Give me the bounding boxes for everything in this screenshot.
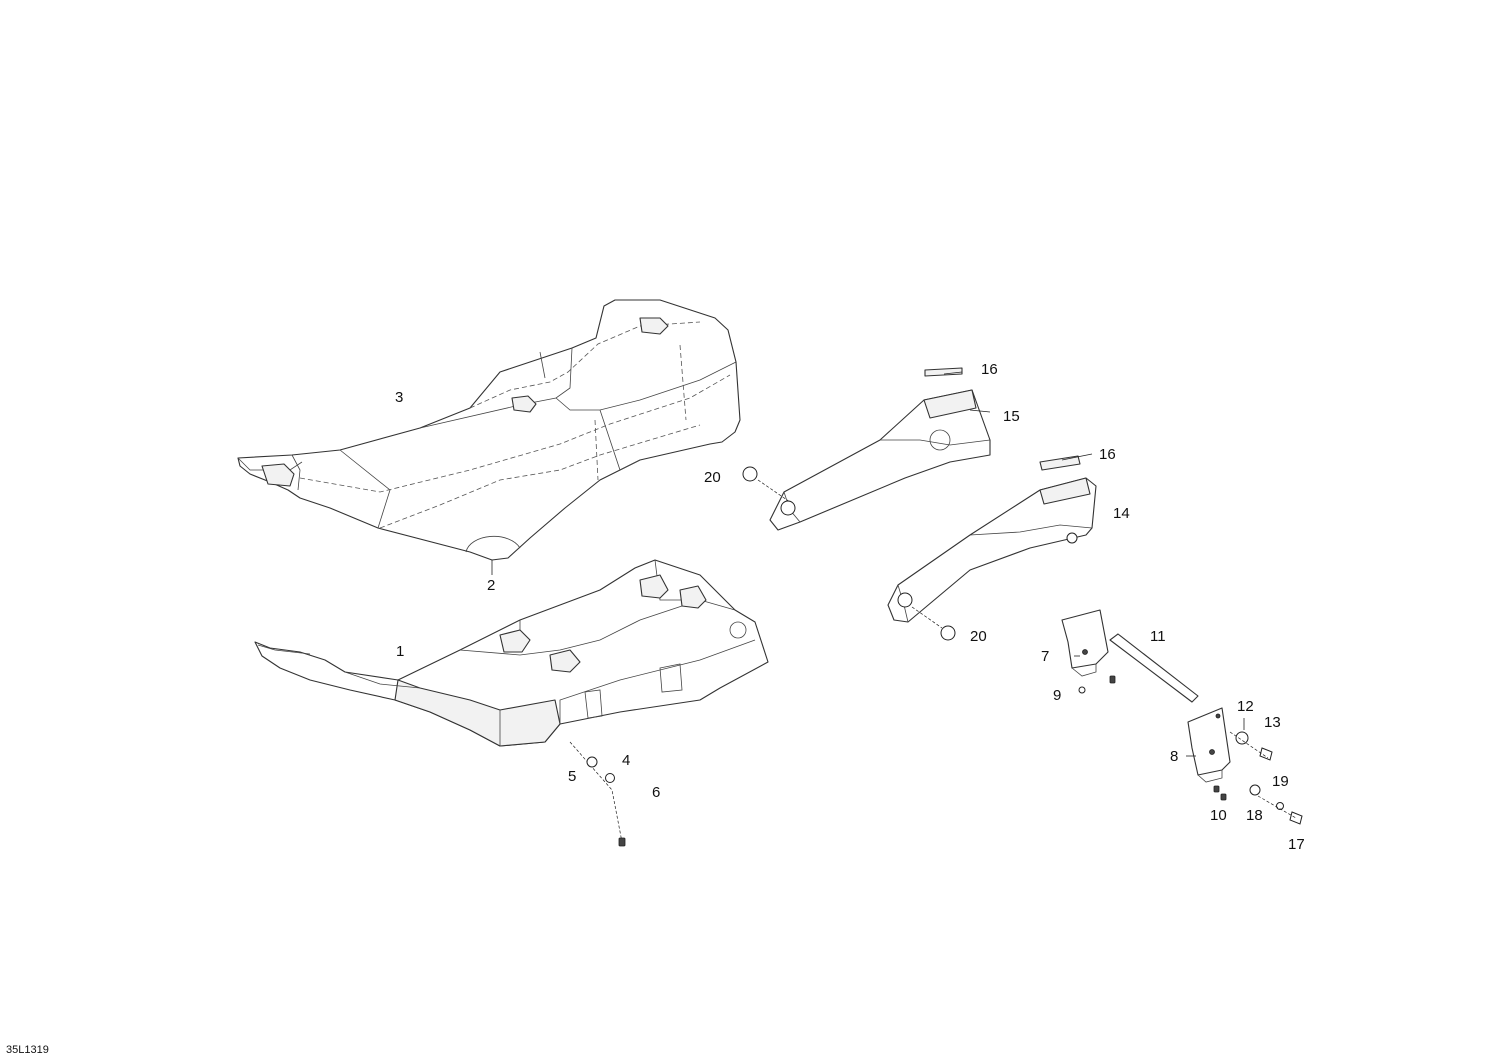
callout-8: 8 <box>1170 748 1178 765</box>
bushing-12 <box>1235 731 1249 745</box>
callout-5: 5 <box>568 768 576 785</box>
callout-14: 14 <box>1113 505 1130 522</box>
bracket-assembly <box>1061 609 1303 825</box>
drawing-id: 35L1319 <box>6 1044 49 1056</box>
callout-12: 12 <box>1237 698 1254 715</box>
seat-base-part <box>254 559 769 747</box>
nut-5 <box>586 756 598 768</box>
seat-base-hardware <box>569 741 626 847</box>
leader-lines <box>491 371 1245 757</box>
seat-part <box>237 299 741 561</box>
bolt-9 <box>1078 686 1086 694</box>
callout-16-upper: 16 <box>981 361 998 378</box>
callout-11: 11 <box>1150 628 1166 645</box>
bracket-8 <box>1187 707 1231 776</box>
bracket-7 <box>1061 609 1109 669</box>
callout-10: 10 <box>1210 807 1227 824</box>
callout-7: 7 <box>1041 648 1049 665</box>
callout-17: 17 <box>1288 836 1305 853</box>
callout-9: 9 <box>1053 687 1061 704</box>
callout-4: 4 <box>622 752 630 769</box>
callout-16-lower: 16 <box>1099 446 1116 463</box>
callout-18: 18 <box>1246 807 1263 824</box>
callouts: 1 2 3 4 5 6 7 8 9 10 11 12 13 14 15 16 1… <box>395 361 1305 853</box>
washer-4 <box>605 773 615 783</box>
plug-20-lower <box>940 625 956 641</box>
spacer-18 <box>1249 784 1261 796</box>
callout-2: 2 <box>487 577 495 594</box>
bolt-17 <box>1289 811 1303 825</box>
callout-13: 13 <box>1264 714 1281 731</box>
callout-20-lower: 20 <box>970 628 987 645</box>
side-panel-14 <box>887 455 1097 623</box>
callout-1: 1 <box>396 643 404 660</box>
callout-15: 15 <box>1003 408 1020 425</box>
plug-hardware <box>742 466 956 641</box>
callout-20-upper: 20 <box>704 469 721 486</box>
plug-20-upper <box>742 466 758 482</box>
side-panel-15 <box>769 367 991 531</box>
washer-19 <box>1276 802 1284 810</box>
tube-11 <box>1109 633 1199 703</box>
callout-6: 6 <box>652 784 660 801</box>
bolt-13 <box>1259 747 1273 761</box>
callout-3: 3 <box>395 389 403 406</box>
screw-6 <box>618 837 626 847</box>
callout-19: 19 <box>1272 773 1289 790</box>
